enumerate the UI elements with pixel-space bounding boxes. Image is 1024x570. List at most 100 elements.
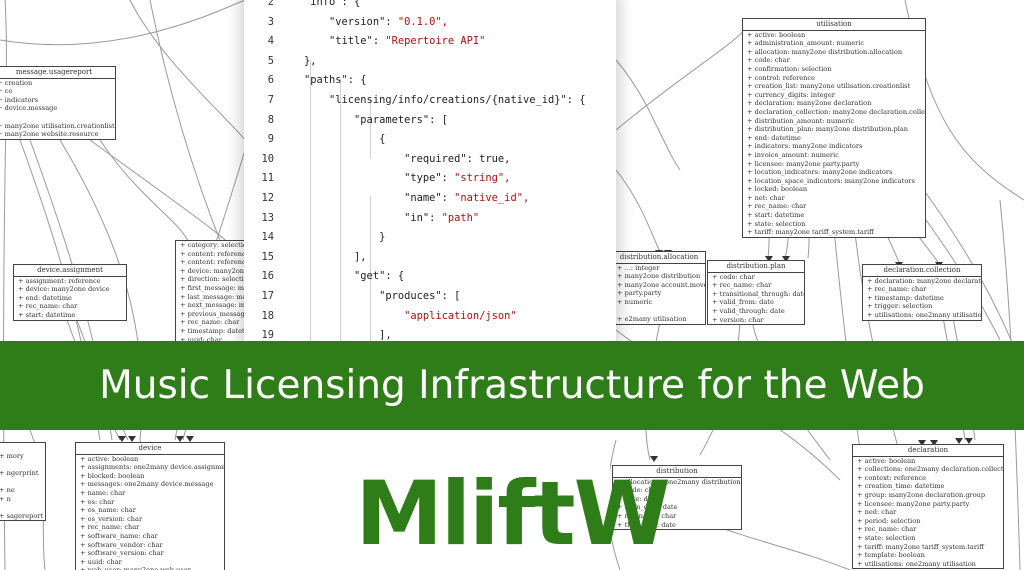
uml-box-field: + date: date bbox=[617, 494, 659, 503]
uml-box-field: + code: char bbox=[747, 56, 790, 65]
uml-box-field: + control: reference bbox=[747, 73, 816, 82]
uml-box-field: + location_indicators: many2one indicato… bbox=[747, 168, 893, 177]
code-line-number: 4 bbox=[267, 35, 274, 48]
uml-box-field: + many2one utilisation.creationlist bbox=[0, 121, 115, 130]
uml-box-title: device bbox=[76, 443, 224, 455]
uml-box-field: + ce bbox=[0, 87, 13, 96]
uml-box-message-usagereport: message.usagereport+ creation+ ce+ indic… bbox=[0, 66, 116, 140]
uml-box-field: + device: many2one d bbox=[180, 266, 255, 275]
code-line-number: 2 bbox=[267, 0, 274, 8]
uml-box-field: + declaration: many2one declaration bbox=[867, 276, 981, 285]
uml-box-field: + location_space_indicators: many2one in… bbox=[747, 176, 915, 185]
uml-box-field: + ngerprint bbox=[0, 468, 39, 477]
uml-box-field: + thru_date: date bbox=[617, 520, 676, 529]
uml-box-field: + administration_amount: numeric bbox=[747, 39, 865, 48]
uml-box-field: + content: reference bbox=[180, 258, 250, 267]
uml-box-field: + many2one distribution bbox=[617, 272, 701, 281]
code-line-text: "type": "string", bbox=[304, 172, 511, 185]
uml-box-field: + mory bbox=[0, 451, 24, 460]
uml-box-field: + tariff: many2one tariff_system.tariff bbox=[747, 228, 874, 237]
code-line-text: }, bbox=[304, 54, 317, 67]
uml-box-field: + uuid: char bbox=[80, 557, 122, 566]
uml-box-field: + device.message bbox=[0, 104, 58, 113]
uml-box-field: + ned: char bbox=[857, 508, 897, 517]
uml-box-field: + template: boolean bbox=[857, 551, 925, 560]
uml-box-field: + previous_message bbox=[180, 309, 249, 318]
code-line-number: 8 bbox=[267, 113, 274, 126]
uml-box-field: + creation bbox=[0, 78, 33, 87]
code-line-number: 10 bbox=[261, 152, 274, 165]
uml-box-field: + many2one website.resource bbox=[0, 130, 99, 139]
uml-box-field: + rec_name: char bbox=[857, 525, 917, 534]
uml-box-field: + distribution_amount: numeric bbox=[747, 116, 855, 125]
code-line-text: "name": "native_id", bbox=[304, 192, 530, 204]
uml-box-field: + software_version: char bbox=[80, 549, 164, 558]
uml-box-field: + period: selection bbox=[857, 516, 921, 525]
uml-box-field: + trigger: selection bbox=[867, 302, 933, 311]
uml-box-field: + rec_name: char bbox=[867, 285, 927, 294]
code-line-number: 3 bbox=[267, 15, 274, 28]
uml-box-partial-left: + mory + ngerprint + ne+ n + sagereport bbox=[0, 442, 46, 522]
uml-box-field: + version: char bbox=[712, 315, 764, 324]
uml-box-field: + licensee: many2one party.party bbox=[857, 499, 970, 508]
uml-box-field: + currency_digits: integer bbox=[747, 90, 835, 99]
uml-box-field: + licensee: many2one party.party bbox=[747, 159, 860, 168]
code-line-number: 14 bbox=[261, 231, 274, 244]
uml-box-device: device+ active: boolean+ assignments: on… bbox=[75, 442, 225, 570]
uml-box-field: + timestamp: datetime bbox=[867, 293, 944, 302]
uml-box-field: + first_message: ma bbox=[180, 283, 248, 292]
code-line-text: "application/json" bbox=[304, 309, 517, 322]
code-line-number: 7 bbox=[267, 94, 274, 106]
uml-box-field: + state: selection bbox=[747, 219, 806, 228]
code-line-text: "get": { bbox=[304, 270, 405, 283]
uml-box-field: + software_vendor: char bbox=[80, 540, 163, 549]
code-line-text: } bbox=[304, 231, 386, 244]
code-line-number: 15 bbox=[261, 250, 274, 263]
uml-box-field: + last_message: ma bbox=[180, 292, 247, 301]
code-line-number: 12 bbox=[261, 192, 274, 204]
uml-box-field bbox=[0, 460, 45, 469]
uml-box-field: + e2many utilisation bbox=[617, 315, 687, 324]
uml-box-field: + software_name: char bbox=[80, 531, 158, 540]
uml-box-field: + assignment: reference bbox=[18, 276, 101, 285]
uml-box-distribution: distribution+ allocations: one2many dist… bbox=[612, 465, 742, 531]
uml-box-field: + locked: boolean bbox=[747, 185, 808, 194]
uml-box-title: distribution.plan bbox=[708, 261, 804, 273]
uml-box-field: + creation_list: many2one utilisation.cr… bbox=[747, 82, 911, 91]
uml-box-field: + invoice_amount: numeric bbox=[747, 150, 839, 159]
uml-box-field: + ne bbox=[0, 485, 15, 494]
uml-box-field: + end: datetime bbox=[18, 293, 72, 302]
uml-box-field: + code: char bbox=[617, 486, 660, 495]
uml-box-field: + transitional_through: date bbox=[712, 289, 804, 298]
code-line-number: 16 bbox=[261, 270, 274, 283]
uml-box-field: + os_version: char bbox=[80, 514, 143, 523]
code-listing-panel: 2"info": {3 "version": "0.1.0",4 "title"… bbox=[244, 0, 616, 346]
uml-box-field: + start: datetime bbox=[18, 310, 76, 319]
uml-box-field: + creation_time: datetime bbox=[857, 482, 945, 491]
uml-box-title: distribution.allocation bbox=[613, 252, 705, 264]
uml-box-field: + rec_name: char bbox=[80, 523, 140, 532]
uml-box-field: + from_date: date bbox=[617, 503, 678, 512]
uml-box-field: + name: char bbox=[80, 488, 126, 497]
uml-box-declaration: declaration+ active: boolean+ collection… bbox=[852, 444, 1004, 570]
uml-box-title: message.usagereport bbox=[0, 67, 115, 79]
uml-box-field: + timestamp: datetime bbox=[180, 326, 256, 335]
logo-background bbox=[250, 432, 610, 570]
code-line-text: "info": { bbox=[304, 0, 361, 8]
uml-box-field: + category: selection bbox=[180, 241, 252, 249]
code-line-text: ], bbox=[304, 250, 367, 263]
uml-box-field: + group: many2one declaration.group bbox=[857, 490, 986, 499]
code-line-text: { bbox=[304, 133, 386, 146]
uml-box-field: + state: selection bbox=[857, 533, 916, 542]
code-line-text: "produces": [ bbox=[304, 290, 461, 302]
uml-box-title: utilisation bbox=[743, 19, 925, 31]
uml-box-field: + code: char bbox=[712, 272, 755, 281]
code-line-text: "version": "0.1.0", bbox=[304, 15, 448, 28]
uml-box-field: + content: reference bbox=[180, 249, 250, 258]
uml-box-field: + rec_name: char bbox=[617, 511, 677, 520]
uml-box-device-assignment: device.assignment+ assignment: reference… bbox=[13, 264, 127, 321]
uml-box-field: + valid_through: date bbox=[712, 306, 785, 315]
uml-box-field: + allocation: many2one distribution.allo… bbox=[747, 47, 903, 56]
code-line-text: "required": true, bbox=[304, 152, 511, 165]
